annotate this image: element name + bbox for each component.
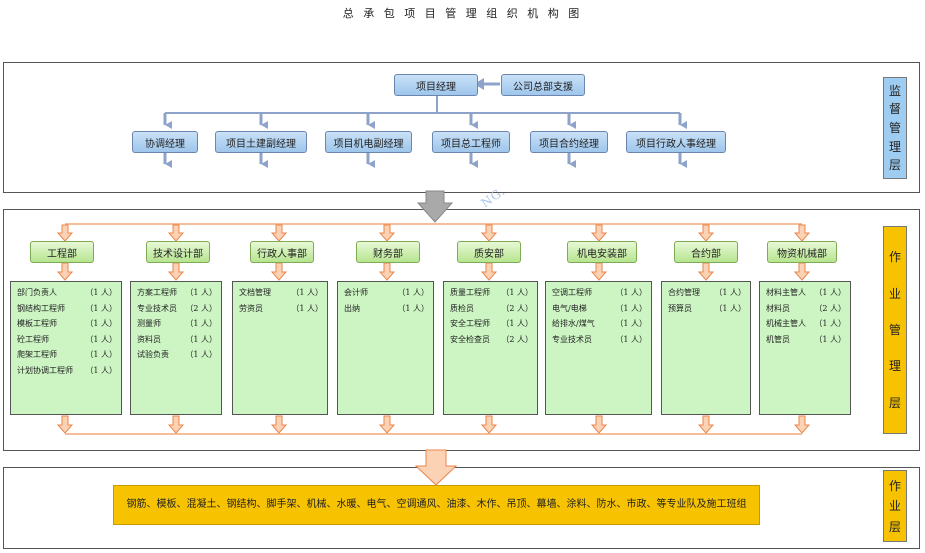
staff-box-finance: 会计师（1 人） 出纳（1 人） — [337, 281, 434, 415]
dept-contract: 合约部 — [674, 241, 738, 263]
chart-title: 总 承 包 项 目 管 理 组 织 机 构 图 — [342, 7, 583, 20]
deputy-coordination-manager: 协调经理 — [132, 131, 198, 153]
staff-row: 机械主管人（1 人） — [766, 319, 846, 328]
staff-row: 劳资员（1 人） — [239, 303, 323, 313]
staff-box-admin-hr: 文档管理（1 人） 劳资员（1 人） — [232, 281, 328, 415]
dept-engineering: 工程部 — [30, 241, 94, 263]
supervision-tier-label: 监督管理层 — [883, 77, 907, 179]
staff-row: 机管员（1 人） — [766, 334, 846, 344]
staff-row: 专业技术员（2 人） — [137, 303, 217, 313]
staff-row: 电气/电梯（1 人） — [552, 303, 647, 313]
staff-box-quality-safety: 质量工程师（1 人） 质检员（2 人） 安全工程师（1 人） 安全检查员（2 人… — [443, 281, 538, 415]
deputy-civil-manager: 项目土建副经理 — [215, 131, 307, 153]
staff-row: 材料员（2 人） — [766, 303, 846, 313]
staff-row: 安全工程师（1 人） — [450, 319, 533, 328]
staff-row: 计划协调工程师（1 人） — [17, 365, 117, 375]
dept-mep-install: 机电安装部 — [567, 241, 637, 263]
staff-box-materials-machinery: 材料主管人（1 人） 材料员（2 人） 机械主管人（1 人） 机管员（1 人） — [759, 281, 851, 415]
staff-row: 试验负责（1 人） — [137, 350, 217, 359]
staff-row: 测量师（1 人） — [137, 319, 217, 328]
staff-box-contract: 合约管理（1 人） 预算员（1 人） — [661, 281, 751, 415]
staff-row: 出纳（1 人） — [344, 303, 429, 313]
deputy-contract-manager: 项目合约经理 — [530, 131, 608, 153]
hq-support-node: 公司总部支援 — [501, 74, 585, 96]
staff-row: 预算员（1 人） — [668, 303, 746, 313]
supervision-frame — [3, 62, 920, 193]
staff-row: 合约管理（1 人） — [668, 288, 746, 297]
staff-row: 爬架工程师（1 人） — [17, 350, 117, 359]
staff-row: 安全检查员（2 人） — [450, 334, 533, 344]
work-teams-box: 钢筋、模板、混凝土、钢结构、脚手架、机械、水暖、电气、空调通风、油漆、木作、吊顶… — [113, 485, 760, 525]
dept-admin-hr: 行政人事部 — [250, 241, 314, 263]
management-tier-label: 作业管理层 — [883, 226, 907, 434]
staff-box-mep-install: 空调工程师（1 人） 电气/电梯（1 人） 给排水/煤气（1 人） 专业技术员（… — [545, 281, 652, 415]
staff-row: 空调工程师（1 人） — [552, 288, 647, 297]
staff-row: 给排水/煤气（1 人） — [552, 319, 647, 328]
staff-row: 质量工程师（1 人） — [450, 288, 533, 297]
staff-box-engineering: 部门负责人（1 人） 钢结构工程师（1 人） 模板工程师（1 人） 砼工程师（1… — [10, 281, 122, 415]
deputy-chief-engineer: 项目总工程师 — [432, 131, 510, 153]
dept-quality-safety: 质安部 — [457, 241, 521, 263]
staff-row: 文档管理（1 人） — [239, 288, 323, 297]
support-arrow — [474, 78, 500, 90]
project-manager-node: 项目经理 — [394, 74, 478, 96]
staff-row: 材料主管人（1 人） — [766, 288, 846, 297]
staff-row: 质检员（2 人） — [450, 303, 533, 313]
dept-tech-design: 技术设计部 — [146, 241, 210, 263]
staff-row: 钢结构工程师（1 人） — [17, 303, 117, 313]
deputy-admin-hr-manager: 项目行政人事经理 — [626, 131, 726, 153]
staff-row: 砼工程师（1 人） — [17, 334, 117, 344]
tier-arrow — [416, 190, 454, 223]
staff-box-tech-design: 方案工程师（1 人） 专业技术员（2 人） 测量师（1 人） 资料员（1 人） … — [130, 281, 222, 415]
staff-row: 模板工程师（1 人） — [17, 319, 117, 328]
deputy-mep-manager: 项目机电副经理 — [325, 131, 412, 153]
dept-finance: 财务部 — [356, 241, 420, 263]
staff-row: 部门负责人（1 人） — [17, 288, 117, 297]
operation-tier-label: 作业层 — [883, 470, 907, 542]
staff-row: 方案工程师（1 人） — [137, 288, 217, 297]
teams-arrow — [414, 449, 458, 486]
staff-row: 专业技术员（1 人） — [552, 334, 647, 344]
dept-materials-machinery: 物资机械部 — [767, 241, 837, 263]
staff-row: 资料员（1 人） — [137, 334, 217, 344]
staff-row: 会计师（1 人） — [344, 288, 429, 297]
